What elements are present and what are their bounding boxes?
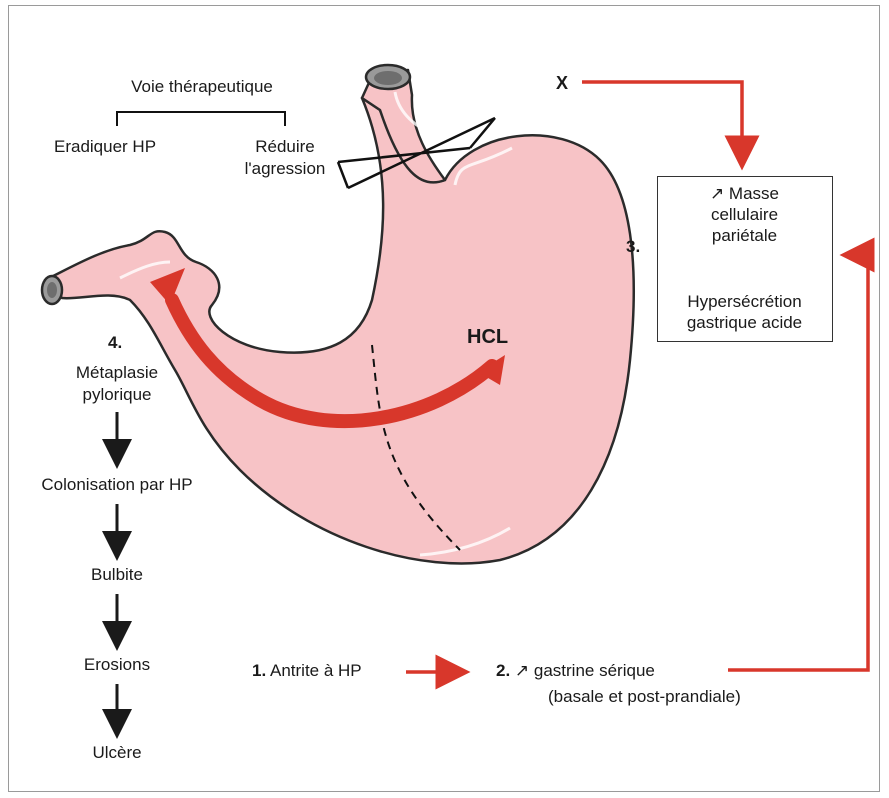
step2-number: 2. [496,661,510,680]
therapy-right-line2: l'agression [225,158,345,180]
therapy-left: Eradiquer HP [54,136,156,158]
step4-line1: Métaplasie [47,362,187,384]
therapy-bracket [117,112,285,126]
step3-line4: Hypersécrétion [658,291,831,312]
step1: 1. Antrite à HP [252,660,362,682]
label-x: X [556,72,568,94]
arrow-x-to-box [582,82,742,160]
step3-number: 3. [626,236,640,258]
step4-number: 4. [108,332,122,354]
step1-number: 1. [252,661,266,680]
step2-text: ↗ gastrine sérique [515,661,655,680]
cascade-item-3: Erosions [47,654,187,676]
step4-line2: pylorique [47,384,187,406]
step3-line5: gastrique acide [658,312,831,333]
therapy-right-line1: Réduire [225,136,345,158]
step2-sub: (basale et post-prandiale) [548,686,741,708]
step3-box: ↗ Masse cellulaire pariétale Hypersécrét… [657,176,833,342]
step3-line1: ↗ Masse [658,183,831,204]
step3-line2: cellulaire [658,204,831,225]
label-hcl: HCL [467,326,508,348]
cascade-item-2: Bulbite [47,564,187,586]
therapy-title: Voie thérapeutique [100,76,304,98]
cascade-item-1: Colonisation par HP [10,474,224,496]
step3-line3: pariétale [658,225,831,246]
step1-text: Antrite à HP [270,661,362,680]
step2: 2. ↗ gastrine sérique [496,660,655,682]
cascade-item-4: Ulcère [47,742,187,764]
